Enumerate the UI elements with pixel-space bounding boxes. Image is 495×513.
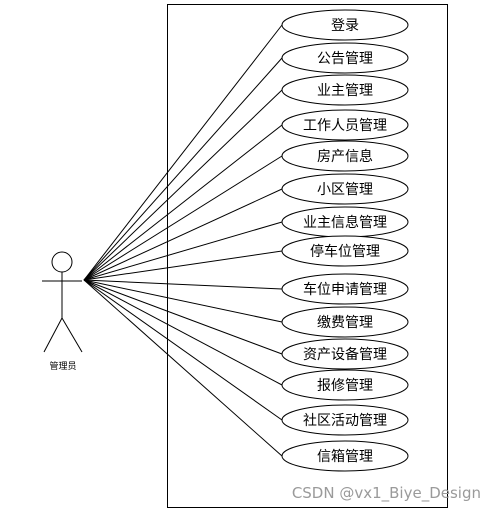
use-case-ellipse xyxy=(281,273,409,305)
association-line xyxy=(83,221,283,281)
use-case-label: 资产设备管理 xyxy=(303,346,387,363)
association-line xyxy=(83,155,283,281)
use-case-ellipse xyxy=(281,74,409,106)
use-case-ellipse xyxy=(281,173,409,205)
association-line xyxy=(83,24,283,281)
association-line xyxy=(83,279,283,386)
use-case: 公告管理 xyxy=(281,42,409,74)
association-line xyxy=(83,279,283,457)
association-line xyxy=(83,89,283,281)
use-case: 房产信息 xyxy=(281,140,409,172)
association-line xyxy=(83,279,283,421)
use-case-label: 信箱管理 xyxy=(317,449,373,465)
association-line xyxy=(83,250,283,281)
use-case-ellipse xyxy=(281,42,409,74)
association-line xyxy=(83,279,283,323)
use-case-label: 业主信息管理 xyxy=(303,214,387,231)
use-case: 登录 xyxy=(281,9,409,41)
use-case: 停车位管理 xyxy=(281,235,409,267)
use-case-label: 车位申请管理 xyxy=(303,281,387,298)
use-case-label: 公告管理 xyxy=(317,51,373,67)
use-case-ellipse xyxy=(281,140,409,172)
use-case-label: 停车位管理 xyxy=(310,243,380,260)
association-line xyxy=(83,57,283,281)
watermark: CSDN @vx1_Biye_Design xyxy=(292,484,481,503)
use-case-label: 社区活动管理 xyxy=(303,413,387,429)
use-case-ellipse xyxy=(281,109,409,141)
use-case-ellipse xyxy=(281,306,409,338)
use-case-label: 缴费管理 xyxy=(317,315,373,331)
use-case-ellipse xyxy=(281,9,409,41)
association-line xyxy=(83,188,283,281)
use-case: 业主管理 xyxy=(281,74,409,106)
use-case-ellipse xyxy=(281,440,409,472)
association-lines xyxy=(83,24,283,457)
use-case-ellipse xyxy=(281,338,409,370)
use-case: 业主信息管理 xyxy=(281,206,409,238)
use-case-ellipse xyxy=(281,404,409,436)
use-case-list: 登录公告管理业主管理工作人员管理房产信息小区管理业主信息管理停车位管理车位申请管… xyxy=(281,9,409,472)
use-case-label: 登录 xyxy=(331,18,359,34)
use-case: 缴费管理 xyxy=(281,306,409,338)
actor-label: 管理员 xyxy=(49,360,76,372)
use-case-label: 报修管理 xyxy=(317,378,373,394)
use-case: 工作人员管理 xyxy=(281,109,409,141)
use-case-label: 业主管理 xyxy=(317,83,373,99)
use-case-ellipse xyxy=(281,235,409,267)
association-line xyxy=(83,279,283,355)
use-case: 信箱管理 xyxy=(281,440,409,472)
use-case: 社区活动管理 xyxy=(281,404,409,436)
use-case: 报修管理 xyxy=(281,369,409,401)
association-line xyxy=(83,279,283,290)
use-case-ellipse xyxy=(281,369,409,401)
use-case: 资产设备管理 xyxy=(281,338,409,370)
use-case-label: 小区管理 xyxy=(317,182,373,198)
stick-figure-actor-icon xyxy=(42,251,83,353)
use-case: 小区管理 xyxy=(281,173,409,205)
use-case: 车位申请管理 xyxy=(281,273,409,305)
use-case-label: 房产信息 xyxy=(317,148,373,165)
actor: 管理员 xyxy=(42,251,83,372)
use-case-label: 工作人员管理 xyxy=(303,118,387,134)
association-line xyxy=(83,124,283,281)
